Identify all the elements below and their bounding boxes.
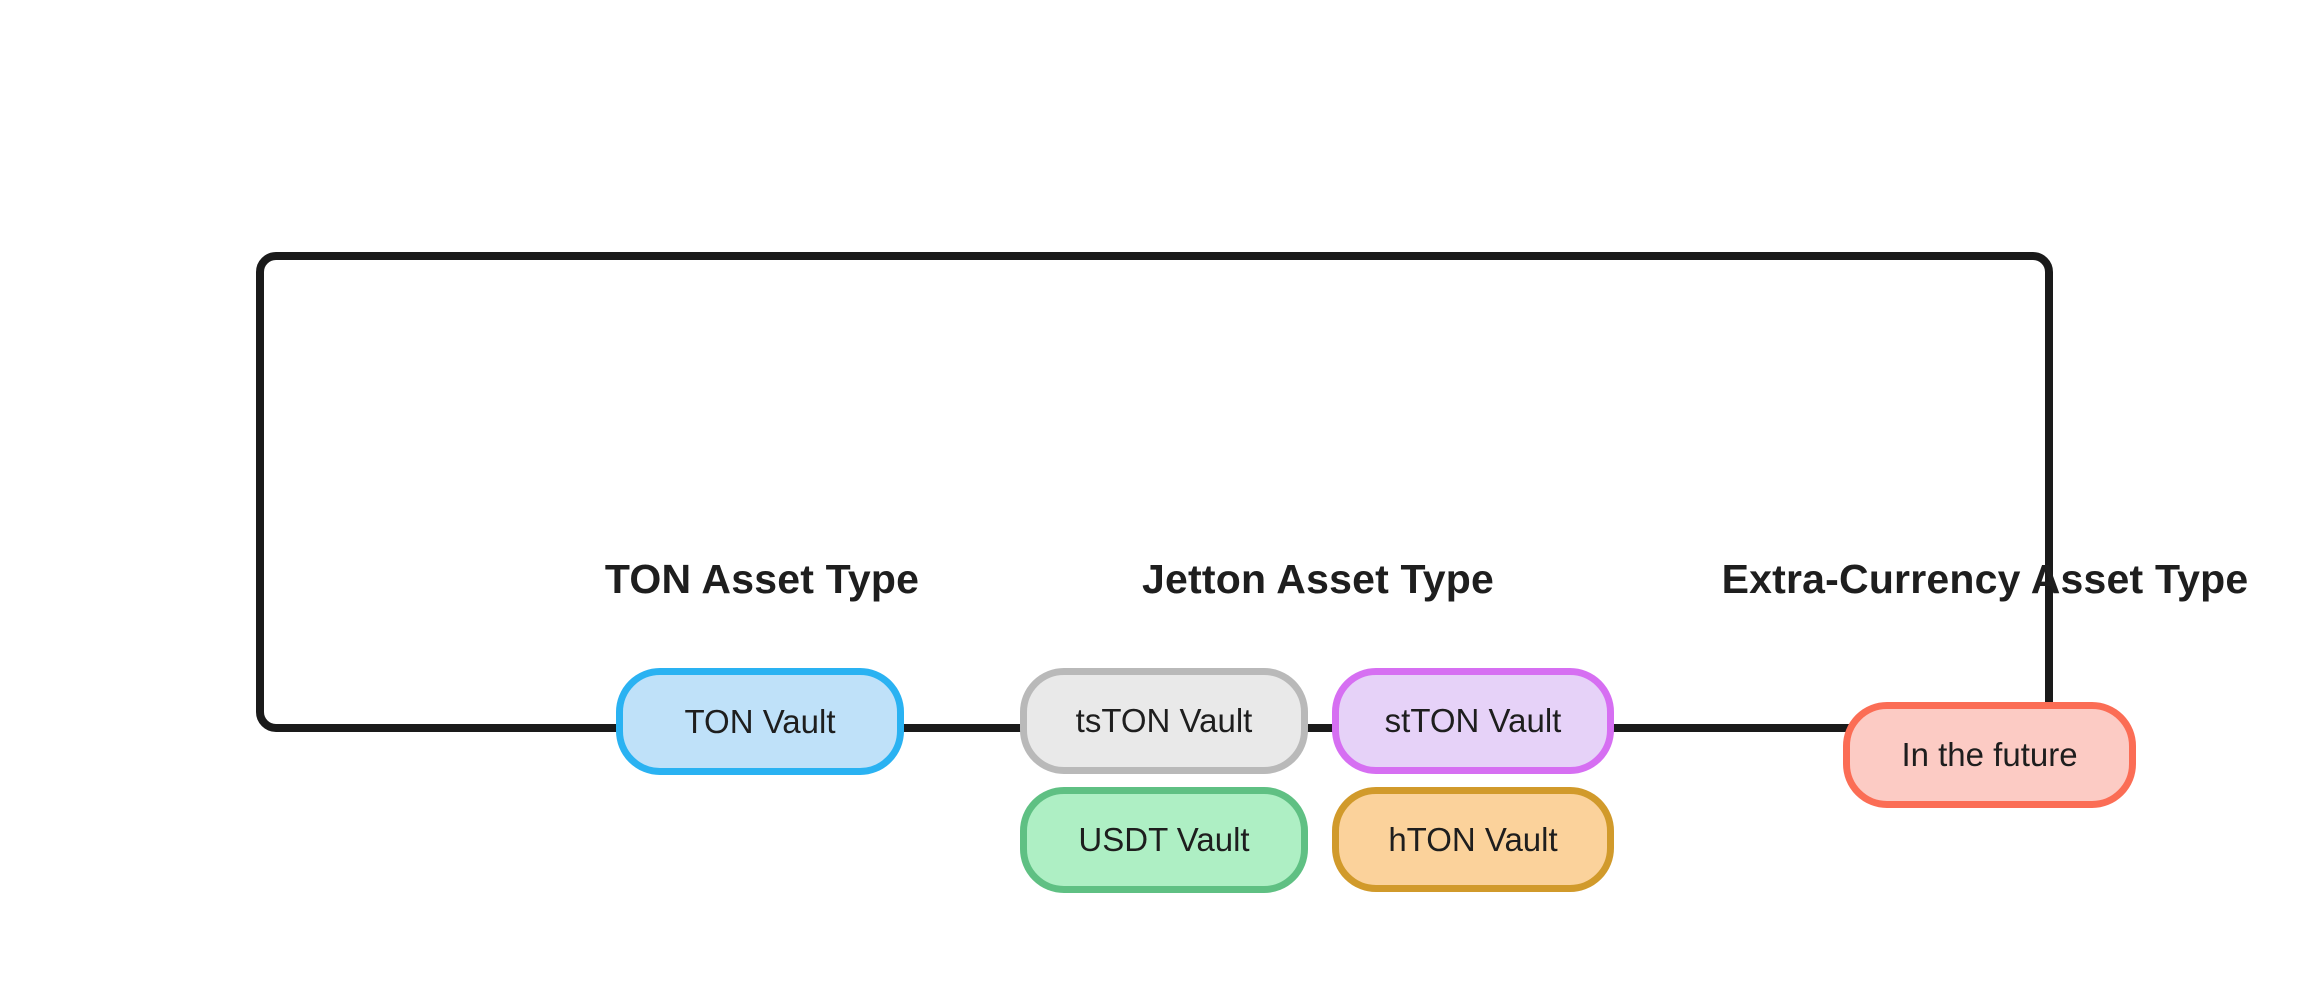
- column-title-jetton-asset-type: Jetton Asset Type: [1142, 556, 1494, 602]
- pill-usdt-vault: USDT Vault: [1020, 787, 1308, 893]
- column-title-extra-currency-asset-type: Extra-Currency Asset Type: [1721, 556, 2249, 602]
- pill-in-the-future: In the future: [1843, 702, 2136, 808]
- pill-hton-vault-label: hTON Vault: [1388, 820, 1558, 858]
- pill-tston-vault-label: tsTON Vault: [1075, 702, 1253, 739]
- pill-ton-vault: TON Vault: [616, 668, 904, 775]
- pill-ston-vault: stTON Vault: [1332, 668, 1614, 774]
- pill-tston-vault: tsTON Vault: [1020, 668, 1308, 774]
- pill-in-the-future-label: In the future: [1901, 736, 2078, 773]
- column-title-ton-asset-type: TON Asset Type: [604, 556, 920, 602]
- pill-ston-vault-label: stTON Vault: [1384, 702, 1562, 739]
- pill-hton-vault: hTON Vault: [1332, 787, 1614, 892]
- pill-usdt-vault-label: USDT Vault: [1078, 821, 1250, 858]
- pill-ton-vault-label: TON Vault: [684, 702, 836, 740]
- asset-types-frame: TON Asset Type Jetton Asset Type Extra-C…: [256, 252, 2248, 893]
